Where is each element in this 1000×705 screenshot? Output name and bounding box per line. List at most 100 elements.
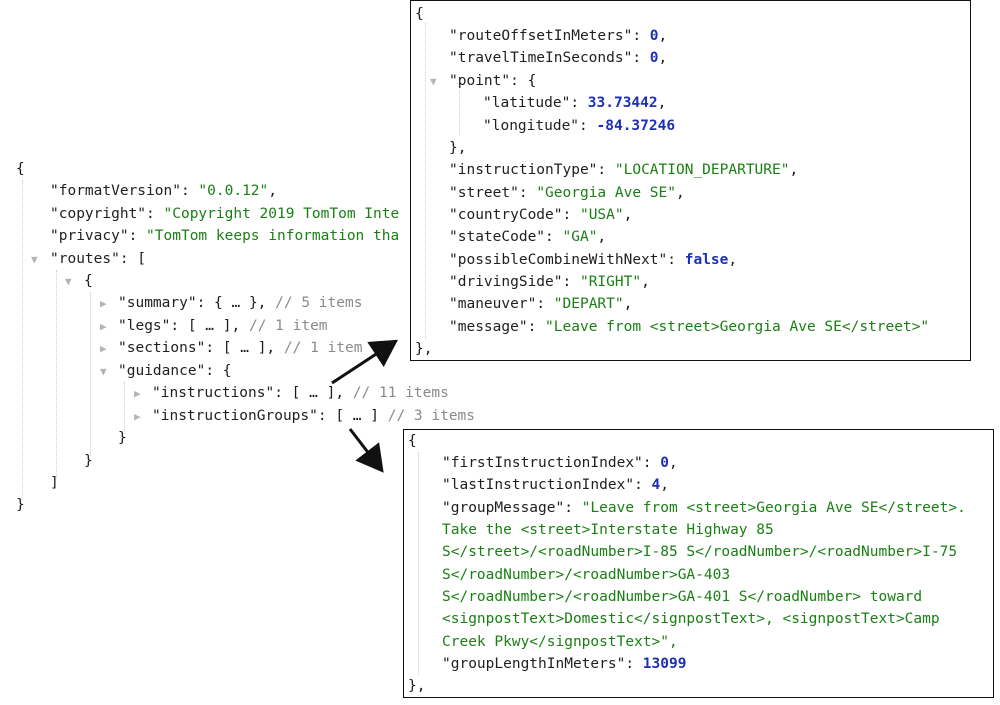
row-point[interactable]: "point": { — [449, 70, 536, 92]
key-instructionGroups: "instructionGroups" — [152, 408, 318, 424]
guidance-close-brace: } — [118, 430, 127, 446]
row-instructionGroups[interactable]: "instructionGroups": [ … ] // 3 items — [152, 405, 475, 427]
row-guidance[interactable]: "guidance": { — [118, 360, 232, 382]
key-message: "message" — [449, 319, 528, 335]
value-copyright: "Copyright 2019 TomTom Inte — [163, 206, 400, 222]
value-lastInstructionIndex: 4 — [651, 477, 661, 493]
expanded-triangle-icon[interactable]: ▼ — [430, 75, 437, 88]
row-legs[interactable]: "legs": [ … ], // 1 item — [118, 315, 328, 337]
instruction-group-detail-panel: { "firstInstructionIndex": 0, "lastInstr… — [403, 429, 994, 698]
value-groupMessage-line: Creek Pkwy</signpostText>", — [442, 634, 678, 650]
guidance-open-brace: : { — [205, 363, 232, 379]
point-open-brace: : { — [510, 73, 537, 89]
row-groupLengthInMeters: "groupLengthInMeters": 13099 — [442, 656, 687, 672]
collapsed-triangle-icon[interactable]: ▶ — [134, 387, 141, 400]
key-copyright: "copyright" — [50, 206, 147, 222]
key-longitude: "longitude" — [483, 118, 580, 134]
value-groupMessage-line: Take the <street>Interstate Highway 85 — [442, 522, 774, 538]
indent-guide — [459, 91, 460, 135]
value-latitude: 33.73442 — [587, 95, 658, 111]
row-drivingSide: "drivingSide": "RIGHT", — [449, 274, 650, 290]
key-sections: "sections" — [118, 340, 206, 356]
legs-collapsed: : [ … ], — [170, 318, 241, 334]
value-groupMessage-line: S</roadNumber>/<roadNumber>GA-403 — [442, 567, 731, 583]
value-travelTimeInSeconds: 0 — [649, 50, 659, 66]
row-summary[interactable]: "summary": { … }, // 5 items — [118, 292, 362, 314]
row-countryCode: "countryCode": "USA", — [449, 207, 633, 223]
key-instructions: "instructions" — [152, 385, 275, 401]
panel-close-brace: }, — [415, 341, 433, 357]
collapsed-triangle-icon[interactable]: ▶ — [100, 320, 107, 333]
collapsed-triangle-icon[interactable]: ▶ — [100, 342, 107, 355]
key-groupMessage: "groupMessage" — [442, 500, 565, 516]
value-groupMessage-line: <signpostText>Domestic</signpostText>, <… — [442, 611, 940, 627]
indent-guide — [418, 452, 419, 676]
key-latitude: "latitude" — [483, 95, 571, 111]
value-countryCode: "USA" — [579, 207, 624, 223]
value-street: "Georgia Ave SE" — [536, 185, 676, 201]
instructions-collapsed: : [ … ], — [274, 385, 345, 401]
key-lastInstructionIndex: "lastInstructionIndex" — [442, 477, 635, 493]
row-maneuver: "maneuver": "DEPART", — [449, 296, 633, 312]
routes-open-bracket: : [ — [119, 251, 147, 267]
instructionGroups-comment: // 3 items — [387, 408, 476, 424]
row-latitude: "latitude": 33.73442, — [483, 95, 667, 111]
key-travelTimeInSeconds: "travelTimeInSeconds" — [449, 50, 633, 66]
legs-comment: // 1 item — [248, 318, 328, 334]
value-drivingSide: "RIGHT" — [579, 274, 642, 290]
key-summary: "summary" — [118, 295, 197, 311]
value-groupMessage-line: "Leave from <street>Georgia Ave SE</stre… — [581, 500, 966, 516]
row-formatVersion: "formatVersion": "0.0.12", — [50, 183, 277, 199]
collapsed-triangle-icon[interactable]: ▶ — [100, 297, 107, 310]
expanded-triangle-icon[interactable]: ▼ — [31, 253, 38, 266]
root-open-brace: { — [16, 161, 25, 177]
key-groupLengthInMeters: "groupLengthInMeters" — [442, 656, 626, 672]
key-guidance: "guidance" — [118, 363, 206, 379]
route-open-brace: { — [84, 273, 93, 289]
row-routeOffsetInMeters: "routeOffsetInMeters": 0, — [449, 28, 668, 44]
row-groupMessage: "groupMessage": "Leave from <street>Geor… — [442, 500, 966, 516]
row-instructions[interactable]: "instructions": [ … ], // 11 items — [152, 382, 449, 404]
key-drivingSide: "drivingSide" — [449, 274, 563, 290]
key-legs: "legs" — [118, 318, 171, 334]
row-firstInstructionIndex: "firstInstructionIndex": 0, — [442, 455, 678, 471]
value-groupMessage-line: S</roadNumber>/<roadNumber>GA-401 S</roa… — [442, 589, 923, 605]
route-close-brace: } — [84, 453, 93, 469]
key-privacy: "privacy" — [50, 228, 129, 244]
key-routes: "routes" — [50, 251, 120, 267]
indent-guide — [22, 180, 23, 500]
value-longitude: -84.37246 — [596, 118, 676, 134]
root-close-brace: } — [16, 497, 25, 513]
expanded-triangle-icon[interactable]: ▼ — [65, 275, 72, 288]
key-street: "street" — [449, 185, 519, 201]
row-longitude: "longitude": -84.37246 — [483, 118, 676, 134]
row-possibleCombineWithNext: "possibleCombineWithNext": false, — [449, 252, 738, 268]
panel-open-brace: { — [415, 6, 424, 22]
value-groupMessage-line: S</street>/<roadNumber>I-85 S</roadNumbe… — [442, 544, 958, 560]
row-copyright: "copyright": "Copyright 2019 TomTom Inte — [50, 206, 400, 222]
row-sections[interactable]: "sections": [ … ], // 1 item — [118, 337, 362, 359]
key-point: "point" — [449, 73, 511, 89]
sections-collapsed: : [ … ], — [205, 340, 276, 356]
key-formatVersion: "formatVersion" — [50, 183, 181, 199]
expanded-triangle-icon[interactable]: ▼ — [100, 365, 107, 378]
key-stateCode: "stateCode" — [449, 229, 546, 245]
group-panel-close-brace: }, — [408, 678, 426, 694]
indent-guide — [425, 23, 426, 339]
key-countryCode: "countryCode" — [449, 207, 563, 223]
indent-guide — [124, 382, 125, 434]
value-formatVersion: "0.0.12" — [198, 183, 269, 199]
row-instructionType: "instructionType": "LOCATION_DEPARTURE", — [449, 162, 799, 178]
value-maneuver: "DEPART" — [553, 296, 624, 312]
value-routeOffsetInMeters: 0 — [649, 28, 659, 44]
value-instructionType: "LOCATION_DEPARTURE" — [614, 162, 790, 178]
sections-comment: // 1 item — [283, 340, 363, 356]
collapsed-triangle-icon[interactable]: ▶ — [134, 410, 141, 423]
arrow-to-group-panel — [348, 428, 384, 473]
value-message: "Leave from <street>Georgia Ave SE</stre… — [545, 319, 930, 335]
summary-comment: // 5 items — [275, 295, 363, 311]
instruction-detail-panel: { "routeOffsetInMeters": 0, "travelTimeI… — [410, 0, 971, 361]
row-routes[interactable]: "routes": [ — [50, 248, 146, 270]
point-close-brace: }, — [449, 140, 467, 156]
